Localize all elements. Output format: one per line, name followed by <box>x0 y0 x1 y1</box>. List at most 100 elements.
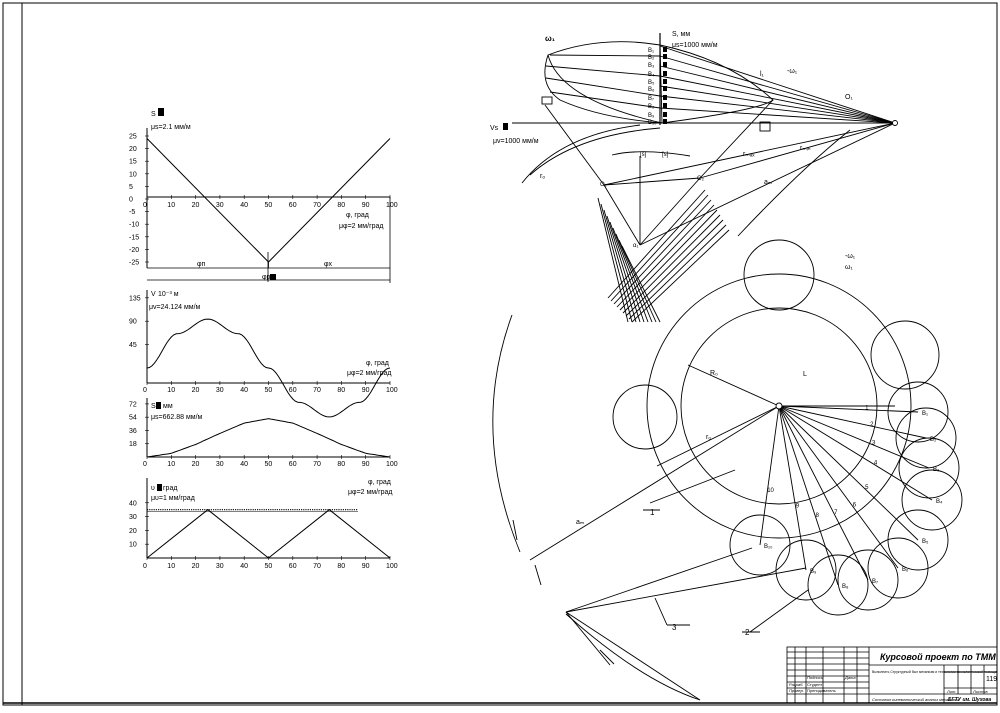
pivot-point <box>892 120 898 126</box>
y-scale-label: μυ=1 мм/град <box>151 495 195 502</box>
x-tick-label: 80 <box>337 202 345 209</box>
b-point-label: B₃ <box>648 63 655 69</box>
dim-label-left: φп <box>197 261 206 268</box>
x-tick-label: 0 <box>143 202 147 209</box>
hatch-line <box>606 215 641 323</box>
x-tick-label: 70 <box>313 387 321 394</box>
bracket-label: [s] <box>640 152 647 158</box>
cam-ray <box>778 405 930 469</box>
x-tick-label: 80 <box>337 461 345 468</box>
cam-rays <box>759 405 933 586</box>
mid-head-sign: Подпись <box>807 675 823 680</box>
cam-b-label: B₃ <box>933 467 940 473</box>
cam-b-label: B₈ <box>842 584 849 590</box>
series-line <box>146 509 391 559</box>
callout-2: 2 <box>745 628 750 637</box>
follower-box <box>759 121 771 132</box>
cam-arrow-label: ω₁ <box>845 264 853 271</box>
y-tick-label: 18 <box>129 441 137 448</box>
x-tick-label: 20 <box>192 202 200 209</box>
series-line <box>146 418 391 458</box>
mid-head-date: Дата <box>844 675 856 680</box>
y-label: S <box>151 403 156 410</box>
symbol-block <box>156 402 161 409</box>
cam-ray <box>778 405 869 581</box>
x-tick-label: 30 <box>216 202 224 209</box>
cam-rollers <box>729 381 963 616</box>
cam-ray-number: 10 <box>767 488 774 494</box>
tick-mark <box>599 649 615 665</box>
project-title: Курсовой проект по ТММ <box>880 652 996 662</box>
hatch-line <box>628 224 727 320</box>
hatch-line <box>618 239 657 323</box>
x-tick-label: 60 <box>289 387 297 394</box>
org-name: БГТУ им. Шухова <box>948 697 991 703</box>
construction-line <box>699 99 774 179</box>
hatch-line <box>619 209 718 311</box>
hatch-line <box>622 214 721 314</box>
symbol-block <box>158 108 164 116</box>
cam-b-label: B₇ <box>872 579 878 585</box>
hatch-line <box>600 203 633 323</box>
symbol-block <box>663 112 667 117</box>
r-label: rₒ <box>706 434 711 441</box>
cam-ray <box>778 405 839 586</box>
ray <box>659 95 896 124</box>
x-tick-label: 60 <box>289 563 297 570</box>
cam-ray <box>778 405 927 439</box>
x-tick-label: 90 <box>362 202 370 209</box>
x-tick-label: 50 <box>265 202 273 209</box>
chart-pressure-angle: υ град μυ=1 мм/град φ, град μφ=2 мм/град… <box>129 478 398 570</box>
roller-circle <box>612 384 678 450</box>
x-tick-label: 20 <box>192 461 200 468</box>
roller-circle <box>743 239 815 311</box>
x-scale-label: μφ=2 мм/град <box>347 370 392 377</box>
callout-1: 1 <box>650 508 655 517</box>
x-tick-label: 90 <box>362 563 370 570</box>
cam-roller <box>887 381 949 443</box>
vs-label: Vs <box>490 125 499 132</box>
inner-profile-curve <box>547 54 663 124</box>
cam-ray <box>778 405 919 413</box>
cam-roller <box>898 437 960 499</box>
cam-profile-shape <box>544 41 663 124</box>
row-name: Студент <box>807 682 822 687</box>
y-unit-label: град <box>163 485 177 492</box>
x-scale-label: μφ=2 мм/град <box>339 223 384 230</box>
ray <box>659 45 896 124</box>
x-tick-label: 10 <box>167 461 175 468</box>
y-label: S <box>151 111 156 118</box>
b-point-label: B₉ <box>648 113 655 119</box>
symbol-block <box>663 86 667 91</box>
y-tick-label: 54 <box>129 415 137 422</box>
kinematic-labels: Vs μv=1000 мм/м S, мм μs=1000 мм/м ω₁ -ω… <box>490 31 853 249</box>
symbol-block <box>663 71 667 76</box>
cam-ray <box>778 405 899 569</box>
ray-left <box>549 91 661 109</box>
hatch-line <box>607 189 706 299</box>
x-tick-label: 100 <box>386 202 398 209</box>
leader-2 <box>749 589 809 633</box>
bottom-note: Составил кинематический анализ механизма <box>872 697 960 702</box>
cam-ray <box>778 405 807 571</box>
arc-right <box>737 129 851 237</box>
y-unit-label: 10⁻³ м <box>158 291 179 298</box>
cam-roller <box>895 407 957 469</box>
s-label: S, мм <box>672 31 690 38</box>
zone-hatching <box>597 189 730 323</box>
row-label: Разраб. <box>789 682 803 687</box>
o-point-label: O₁ <box>600 182 607 188</box>
x-tick-label: 0 <box>143 563 147 570</box>
cam-b-label: B₂ <box>930 437 937 443</box>
b-point-label: B₁ <box>648 48 654 54</box>
omega-label: ω₁ <box>545 34 556 43</box>
title-block-frame <box>786 646 998 704</box>
cam-b-label: B₆ <box>902 567 909 573</box>
y-tick-label: -5 <box>129 209 135 216</box>
chart-velocity: V 10⁻³ м μv=24.124 мм/м φ, град μφ=2 мм/… <box>129 290 398 418</box>
radius-line <box>656 405 780 467</box>
cam-ray-number: 1 <box>865 406 869 412</box>
symbol-block <box>663 95 667 100</box>
x-tick-label: 40 <box>240 461 248 468</box>
